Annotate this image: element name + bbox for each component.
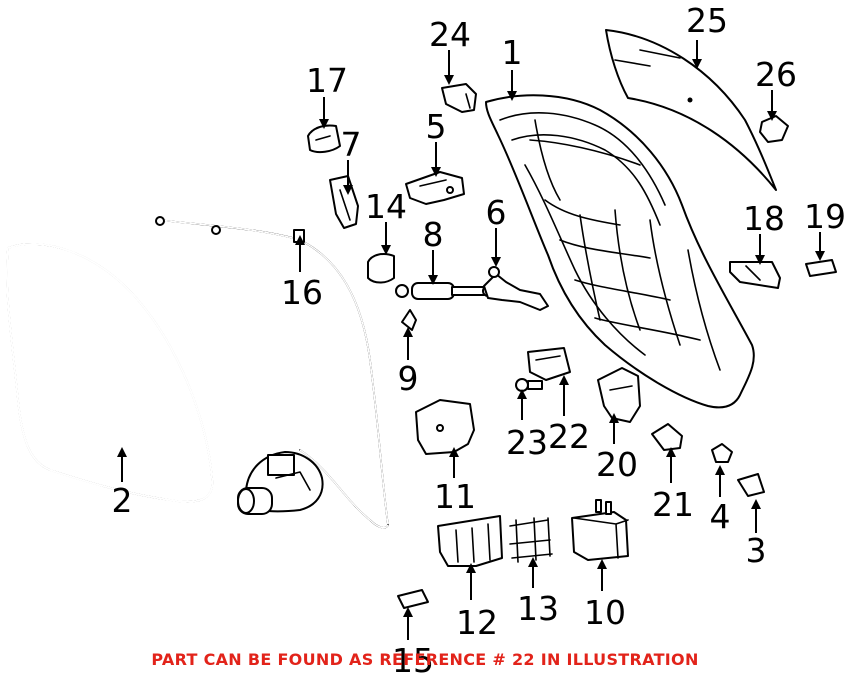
part-24-bumper [441,83,477,113]
callout-2: 2 [112,481,133,520]
callout-26: 26 [755,55,797,94]
callout-14: 14 [365,187,407,226]
callout-11: 11 [434,477,476,516]
callout-15: 15 [392,641,434,677]
callout-8: 8 [423,215,444,254]
callout-3: 3 [746,531,767,570]
callout-22: 22 [548,417,590,456]
callout-21: 21 [652,485,694,524]
part-23-bolt [515,378,543,392]
part-2-weatherstrip-seal [5,242,214,503]
part-8-gas-strut [395,282,494,300]
part-3-pad [737,473,765,497]
part-9-pin [401,309,417,331]
leader-arrows [117,40,825,640]
callout-4: 4 [710,497,731,536]
part-21-clip [651,423,683,451]
callout-12: 12 [456,603,498,642]
part-20-lock [597,367,641,423]
callout-9: 9 [398,359,419,398]
part-17-cover [307,124,341,154]
part-14-cover [367,253,395,284]
part-4-bumper [711,443,733,463]
callout-13: 13 [517,589,559,628]
part-16-release-cable [155,216,389,529]
part-5-hinge [405,171,465,205]
part-22-module [527,347,571,381]
callout-16: 16 [281,273,323,312]
callout-5: 5 [426,107,447,146]
callout-23: 23 [506,423,548,462]
callout-10: 10 [584,593,626,632]
part-13-bracket [509,517,553,563]
callout-7: 7 [341,125,362,164]
part-11-cover [415,399,475,455]
callout-numbers: 1 2 3 4 5 6 7 8 9 10 11 12 13 14 15 16 1… [112,1,847,677]
part-7-bracket [329,175,359,229]
part-6-hinge-arm [483,266,549,311]
reference-notice: PART CAN BE FOUND AS REFERENCE # 22 IN I… [151,650,699,669]
callout-20: 20 [596,445,638,484]
callout-24: 24 [429,15,471,54]
callout-1: 1 [502,33,523,72]
part-26-clip [759,115,789,143]
part-18-switch [729,261,781,289]
part-19-pad [805,259,837,277]
part-1-trunk-lid [485,94,755,409]
callout-25: 25 [686,1,728,40]
part-10-relay [571,499,629,561]
part-15-cap [397,589,429,609]
callout-19: 19 [804,197,846,236]
callout-18: 18 [743,199,785,238]
callout-6: 6 [486,193,507,232]
callout-17: 17 [306,61,348,100]
part-12-bracket [437,515,503,567]
